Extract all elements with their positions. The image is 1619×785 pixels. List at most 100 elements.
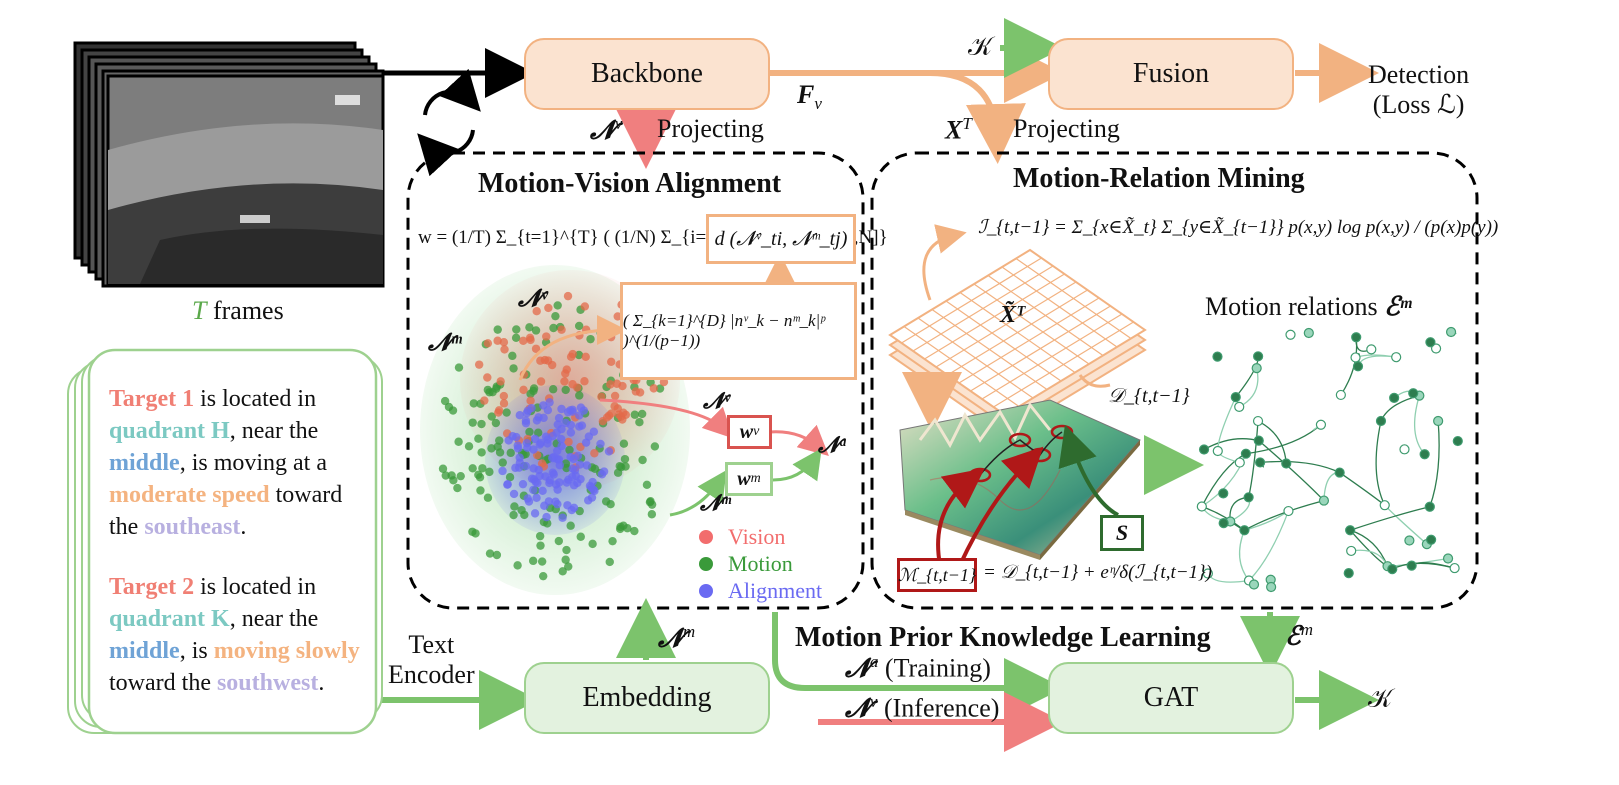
target-2-name: Target 2 (109, 574, 195, 600)
k-in-symbol: 𝒦 (968, 32, 993, 61)
scatter-point (558, 513, 567, 522)
scatter-point (530, 434, 540, 444)
relation-node (1253, 351, 1264, 362)
scatter-point (602, 413, 612, 422)
relation-node (1239, 525, 1250, 536)
target-1-text-b: , near the (229, 418, 319, 444)
mpkl-title: Motion Prior Knowledge Learning (795, 622, 1211, 653)
m-box: ℳ_{t,t−1} (897, 558, 977, 592)
scatter-point (553, 499, 562, 509)
scatter-point (566, 428, 576, 437)
relation-edge (1349, 506, 1430, 531)
scatter-point (565, 445, 574, 455)
relation-node (1452, 435, 1463, 447)
scatter-point (562, 478, 571, 487)
scatter-point (569, 503, 579, 512)
scatter-point (647, 510, 657, 519)
scatter-point (483, 493, 493, 502)
scatter-point (531, 344, 541, 353)
relation-node (1281, 458, 1292, 469)
text-card-stack (67, 348, 383, 735)
grid-line (1015, 258, 1132, 339)
relation-node (1285, 329, 1296, 340)
target-1-text-d: toward the (109, 482, 343, 540)
relation-edge (1375, 420, 1386, 506)
text-encoder-line2: Encoder (388, 660, 475, 689)
relation-edge (1238, 529, 1250, 581)
relation-node (1426, 534, 1437, 545)
relation-node (1351, 332, 1362, 343)
scatter-point (485, 467, 494, 477)
relation-node (1248, 579, 1260, 590)
relation-edge (1413, 395, 1426, 455)
edge-m-terrain (936, 468, 985, 566)
wm-sub: m (750, 471, 761, 486)
text-description-card: Target 1 is located in quadrant H, near … (95, 365, 375, 730)
frames-label: T frames (192, 296, 284, 326)
relation-node (1346, 545, 1357, 557)
scatter-point (474, 360, 484, 369)
mrm-title: Motion-Relation Mining (1013, 163, 1305, 194)
scatter-point (612, 379, 622, 388)
scatter-point (474, 434, 483, 443)
nv-left-symbol: 𝓝 (590, 115, 615, 145)
target-2-text-b: , near the (229, 606, 319, 632)
scatter-point (521, 416, 531, 425)
target-1-position: middle (109, 450, 180, 476)
scatter-point (621, 410, 631, 419)
edge-mva-gat (772, 612, 1064, 718)
edge-scatter-norm (518, 315, 627, 381)
d-label: 𝒟_{t,t−1} (1108, 385, 1190, 407)
relation-node (1389, 392, 1400, 403)
scatter-point (529, 464, 538, 473)
fusion-node: Fusion (1048, 38, 1294, 110)
scatter-point (553, 301, 562, 310)
scatter-point (510, 502, 519, 511)
relations-text: Motion relations (1205, 292, 1378, 321)
scatter-point (476, 486, 485, 495)
scatter-point (568, 349, 577, 359)
relation-node (1391, 352, 1402, 363)
wv-symbol: w (739, 420, 754, 443)
scatter-point (655, 384, 665, 393)
scatter-point (499, 337, 509, 347)
nm-up-label: 𝓝m (658, 622, 695, 655)
nv-inference-symbol: 𝓝 (845, 693, 870, 723)
scatter-point (477, 419, 486, 429)
relation-node (1352, 361, 1364, 372)
fv-symbol: F (797, 80, 815, 109)
scatter-point (531, 477, 540, 487)
scatter-point (483, 385, 493, 395)
grid-line (987, 275, 1104, 356)
s-box: S (1100, 515, 1144, 551)
scatter-point (608, 536, 617, 546)
legend-alignment: Alignment (728, 578, 823, 603)
relation-node (1266, 581, 1277, 593)
relation-node (1343, 568, 1354, 579)
scatter-point (575, 460, 585, 469)
scatter-point (529, 384, 539, 393)
target-2-quadrant: quadrant K (109, 606, 230, 632)
norm-box: ( Σ_{k=1}^{D} |nᵛ_k − nᵐ_k|ᵖ )^(1/(p−1)) (620, 282, 857, 380)
scatter-point (555, 478, 564, 487)
scatter-point (512, 325, 521, 334)
scatter-point (532, 416, 542, 425)
mrm-container (870, 151, 1479, 610)
scatter-point (590, 486, 599, 496)
scatter-point (646, 497, 655, 506)
scatter-point (563, 407, 573, 417)
grid-line (981, 313, 1123, 400)
relation-edge (1339, 472, 1386, 506)
wv-sub: v (753, 424, 760, 439)
grid-line (958, 297, 1100, 384)
scatter-point (440, 396, 450, 406)
edge-nv-wv (599, 398, 734, 439)
scatter-point (532, 306, 541, 316)
edge-wm-na (772, 448, 822, 482)
fv-sub: v (814, 94, 822, 114)
scatter-point (581, 438, 591, 447)
relation-node (1334, 467, 1345, 478)
scatter-point (601, 497, 611, 506)
scatter-point (576, 442, 585, 452)
